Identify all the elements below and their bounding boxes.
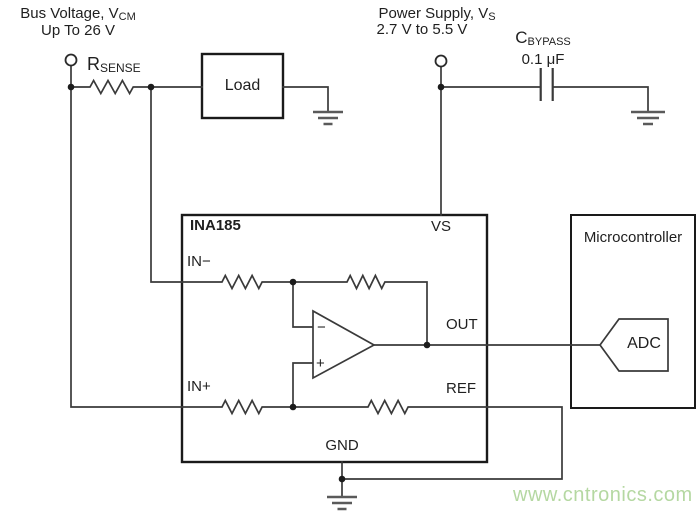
feedback-resistor-wire xyxy=(292,273,428,346)
watermark-text: www.cntronics.com xyxy=(513,484,693,506)
power-supply-label: Power Supply, VS xyxy=(378,5,496,24)
microcontroller-box xyxy=(570,214,696,409)
inminus-input-resistor-wire xyxy=(181,273,294,291)
microcontroller-label: Microcontroller xyxy=(583,229,683,246)
opamp-triangle xyxy=(312,309,376,380)
pin-vs: VS xyxy=(431,218,452,235)
opamp-minus-stub xyxy=(292,281,314,328)
inplus-input-resistor-wire xyxy=(181,398,294,416)
junction-inminus xyxy=(289,278,297,286)
supply-terminal xyxy=(434,54,448,68)
bypass-ground-symbol xyxy=(631,110,665,126)
rsense-wire xyxy=(70,78,203,96)
ref-return-wire xyxy=(341,406,563,480)
junction-gnd xyxy=(338,475,346,483)
load-box xyxy=(200,52,285,120)
sense-node-to-inminus-wire xyxy=(150,86,183,283)
bus-to-inplus-wire xyxy=(70,65,183,408)
cbypass-value: 0.1 μF xyxy=(521,51,565,68)
ref-resistor-wire xyxy=(292,398,488,416)
junction-inplus xyxy=(289,403,297,411)
junction-out xyxy=(423,341,431,349)
pin-ref: REF xyxy=(446,380,476,397)
load-to-ground-wire xyxy=(282,86,329,113)
pin-out: OUT xyxy=(446,316,478,333)
adc-label: ADC xyxy=(627,335,661,352)
gnd-pin-ground-symbol xyxy=(327,495,357,511)
pin-in-minus: IN− xyxy=(187,253,211,270)
load-ground-symbol xyxy=(313,110,343,126)
cap-to-ground-wire xyxy=(552,86,649,113)
rsense-label: RSENSE xyxy=(87,54,141,75)
adc-shape xyxy=(598,318,669,372)
bus-voltage-line1: Bus Voltage, VCM xyxy=(20,5,136,24)
bus-voltage-line2: Up To 26 V xyxy=(41,22,115,39)
pin-gnd: GND xyxy=(325,437,359,454)
bus-voltage-label: Bus Voltage, VCM Up To 26 V xyxy=(0,6,156,39)
cbypass-capacitor xyxy=(539,68,554,101)
cbypass-name: CBYPASS xyxy=(515,28,571,48)
ina185-label: INA185 xyxy=(190,217,241,234)
junction-sense xyxy=(147,83,155,91)
opamp-minus-sign: − xyxy=(317,319,326,336)
junction-bus xyxy=(67,83,75,91)
cbypass-label: CBYPASS 0.1 μF xyxy=(493,28,593,69)
bus-terminal xyxy=(64,53,78,67)
pin-in-plus: IN+ xyxy=(187,378,211,395)
junction-supply xyxy=(437,83,445,91)
opamp-plus-sign: + xyxy=(316,355,325,372)
power-supply-range: 2.7 V to 5.5 V xyxy=(376,21,468,38)
load-label: Load xyxy=(224,77,261,94)
opamp-plus-stub xyxy=(292,362,314,408)
